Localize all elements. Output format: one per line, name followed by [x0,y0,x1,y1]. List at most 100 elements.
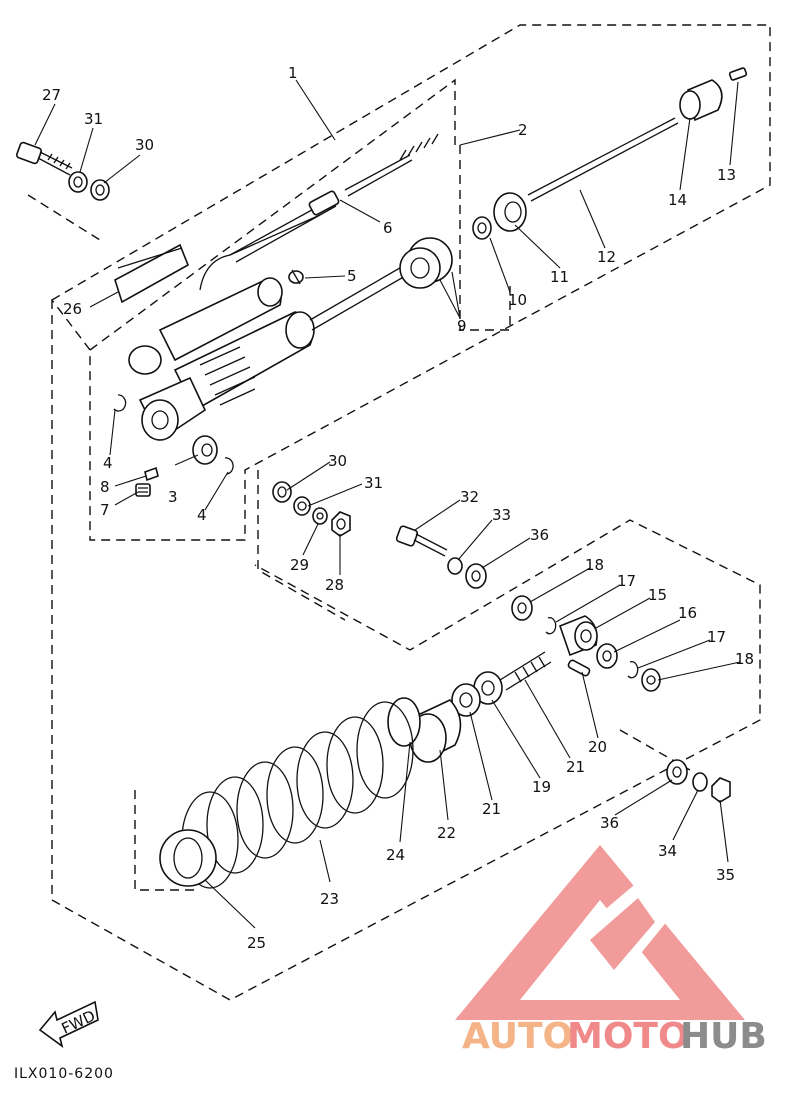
label-7: 7 [100,501,110,519]
circlip-17-left [545,617,557,635]
inner-group-outline [89,78,456,351]
label-16: 16 [678,604,697,622]
pin-13 [728,67,748,81]
automotohub-logo [455,845,745,1020]
cap-14 [679,79,723,122]
bearing-18-left [511,595,533,621]
label-29: 29 [290,556,309,574]
fwd-label: FWD [59,1007,98,1038]
label-9: 9 [457,317,467,335]
main-assembly-outline [50,24,771,541]
label-5: 5 [347,267,357,285]
label-27: 27 [42,86,61,104]
label-8: 8 [100,478,110,496]
rod-end-21 [499,651,552,691]
label-30: 30 [135,136,154,154]
label-3: 3 [168,488,178,506]
screw-5 [288,269,304,285]
label-10: 10 [508,291,527,309]
label-4-right: 4 [197,506,207,524]
logo-triangle-icon [455,845,745,1020]
spring-seat-24 [387,697,421,747]
seal-11 [493,192,527,232]
label-21-right: 21 [566,758,585,776]
label-25: 25 [247,934,266,952]
collar-21 [451,683,481,717]
label-31: 31 [84,110,103,128]
circlip-4-right [224,457,234,475]
label-1: 1 [288,64,298,82]
screw-7 [135,483,151,497]
label-33: 33 [492,506,511,524]
label-34: 34 [658,842,677,860]
circlip-17-right [627,661,639,679]
bush-30-lower [272,481,292,503]
eye-15 [558,615,598,657]
label-30-lower: 30 [328,452,347,470]
label-19: 19 [532,778,551,796]
watermark-auto: AUTO [462,1016,573,1057]
nut-group-outline [257,470,346,621]
bush-3 [192,435,218,465]
rod-group-outline [459,145,511,331]
spring-group-outline [134,790,200,891]
adjuster-ring-25 [159,829,217,887]
shock-absorber-body [128,214,408,442]
cover-26 [114,243,190,304]
label-23: 23 [320,890,339,908]
label-20: 20 [588,738,607,756]
pin-20 [567,659,591,677]
label-21-left: 21 [482,800,501,818]
label-22: 22 [437,824,456,842]
bearing-16 [596,643,618,669]
label-14: 14 [668,191,687,209]
label-17-left: 17 [617,572,636,590]
bolt-32 [395,525,448,557]
label-11: 11 [550,268,569,286]
washer-34 [692,772,708,792]
label-15: 15 [648,586,667,604]
washer-31 [68,171,88,193]
part-labels: 27 31 30 1 2 13 14 11 12 6 10 5 26 9 4 8… [42,64,754,952]
circlip-4-left [113,394,127,412]
label-13: 13 [717,166,736,184]
watermark-moto: MOTO [567,1016,689,1057]
bush-36-upper [465,563,487,589]
label-24: 24 [386,846,405,864]
valve-rod-6 [229,133,439,263]
label-18-left: 18 [585,556,604,574]
watermark-hub: HUB [680,1016,767,1057]
rod-12 [527,117,679,202]
label-4-left: 4 [103,454,113,472]
label-6: 6 [383,219,393,237]
adjuster-nuts-9 [399,237,453,289]
label-28: 28 [325,576,344,594]
label-32: 32 [460,488,479,506]
nut-28 [331,511,351,537]
diagram-code: ILX010-6200 [14,1066,114,1082]
label-36-lower: 36 [600,814,619,832]
label-26: 26 [63,300,82,318]
nut-35 [711,777,731,803]
nipple-8 [144,466,159,482]
bush-30 [90,179,110,201]
washer-29 [312,507,328,525]
bearing-18-right [641,668,661,692]
leader-lines [34,79,741,929]
label-17-right: 17 [707,628,726,646]
washer-31-lower [293,496,311,516]
fwd-arrow-icon: FWD [38,1000,99,1048]
outer-assembly-outline [51,300,761,1001]
label-12: 12 [597,248,616,266]
label-35: 35 [716,866,735,884]
bolt-27 [15,141,73,176]
bush-36-lower [666,759,688,785]
label-18-right: 18 [735,650,754,668]
label-31-lower: 31 [364,474,383,492]
washer-33 [447,557,463,575]
label-2: 2 [518,121,528,139]
label-36-upper: 36 [530,526,549,544]
seal-10 [472,216,492,240]
bolt-group-outline [27,194,101,241]
